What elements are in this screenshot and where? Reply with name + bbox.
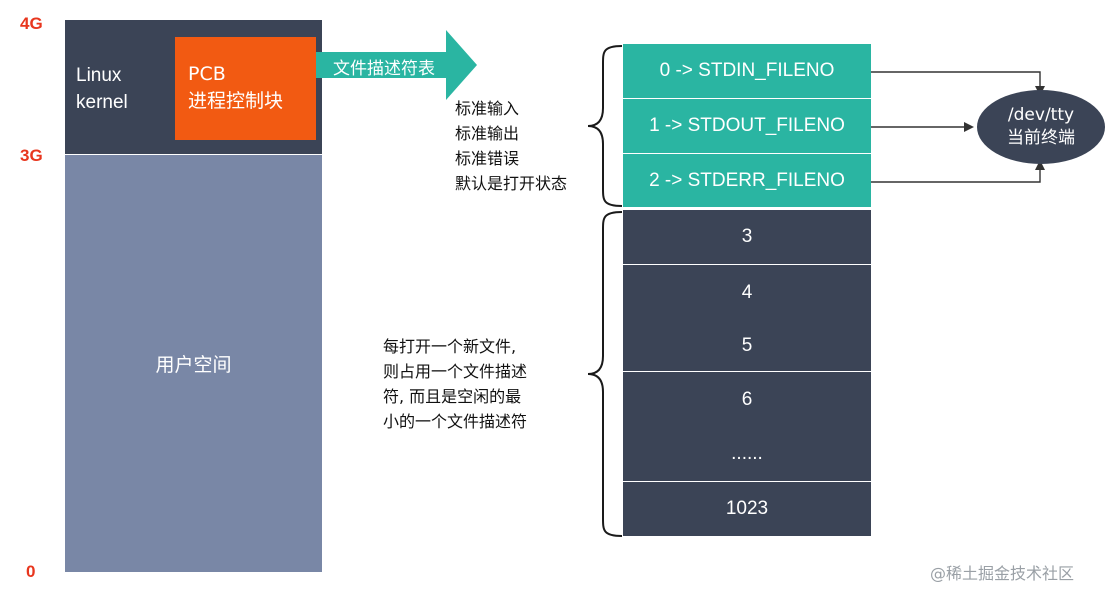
fd-row-label: 4 — [741, 281, 753, 303]
kernel-label-line1: Linux — [76, 65, 122, 86]
std-fd-note-line: 标准错误 — [455, 149, 520, 168]
stderr-to-tty-arrow — [871, 168, 1041, 183]
new-fd-note: 每打开一个新文件, 则占用一个文件描述 符, 而且是空闲的最 小的一个文件描述符 — [383, 334, 527, 434]
pcb-block: PCB 进程控制块 — [175, 37, 316, 140]
terminal-label-line2: 当前终端 — [1007, 128, 1075, 148]
terminal-label-line1: /dev/tty — [1007, 105, 1075, 125]
std-fd-note: 标准输入 标准输出 标准错误 默认是打开状态 — [455, 96, 567, 196]
std-fd-brace — [587, 45, 623, 207]
fd-table-pointer-label: 文件描述符表 — [333, 59, 435, 79]
std-fd-note-line: 标准输出 — [455, 124, 520, 143]
fd-row-label: 3 — [741, 226, 753, 247]
watermark: @稀土掘金技术社区 — [930, 564, 1075, 583]
new-fd-note-line: 每打开一个新文件, — [383, 337, 517, 356]
kernel-label: Linux kernel — [76, 62, 128, 116]
axis-label-3g: 3G — [20, 146, 43, 165]
user-space-label: 用户空间 — [155, 354, 232, 376]
fd-row-label: 1 -> STDOUT_FILENO — [649, 115, 845, 136]
terminal-node — [977, 90, 1105, 164]
fd-row-3: 3 — [623, 210, 871, 265]
fd-row-1023: 1023 — [623, 482, 871, 536]
pcb-label-line1: PCB — [188, 63, 226, 85]
std-fd-note-line: 默认是打开状态 — [455, 174, 568, 193]
fd-row-stderr: 2 -> STDERR_FILENO — [623, 154, 871, 208]
new-fd-note-line: 符, 而且是空闲的最 — [383, 387, 522, 406]
fd-row-label: 2 -> STDERR_FILENO — [649, 169, 845, 191]
new-fd-note-line: 小的一个文件描述符 — [383, 412, 528, 431]
fd-row-label: 5 — [741, 334, 753, 356]
kernel-label-line2: kernel — [76, 92, 128, 113]
user-space-block: 用户空间 — [65, 155, 322, 572]
fd-row-4: 4 — [623, 265, 871, 320]
fd-row-stdout: 1 -> STDOUT_FILENO — [623, 99, 871, 154]
fd-row-stdin: 0 -> STDIN_FILENO — [623, 44, 871, 99]
fd-row-label: 6 — [741, 388, 753, 410]
std-fd-note-line: 标准输入 — [455, 99, 520, 118]
new-fd-note-line: 则占用一个文件描述 — [383, 362, 528, 381]
new-fd-brace — [587, 211, 623, 537]
fd-row-6: 6 — [623, 372, 871, 427]
pcb-label-line2: 进程控制块 — [188, 90, 284, 112]
terminal-label: /dev/tty 当前终端 — [977, 104, 1105, 150]
fd-table-pointer-arrow — [316, 30, 477, 100]
fd-row-label: ...... — [731, 443, 763, 464]
fd-row-label: 1023 — [725, 498, 769, 519]
axis-label-4g: 4G — [20, 14, 43, 33]
kernel-user-divider — [65, 154, 322, 155]
fd-row-5: 5 — [623, 320, 871, 372]
fd-row-label: 0 -> STDIN_FILENO — [659, 60, 835, 81]
fd-row-ellipsis: ...... — [623, 427, 871, 482]
axis-label-0: 0 — [26, 562, 36, 581]
stdin-to-tty-arrow — [871, 71, 1041, 88]
